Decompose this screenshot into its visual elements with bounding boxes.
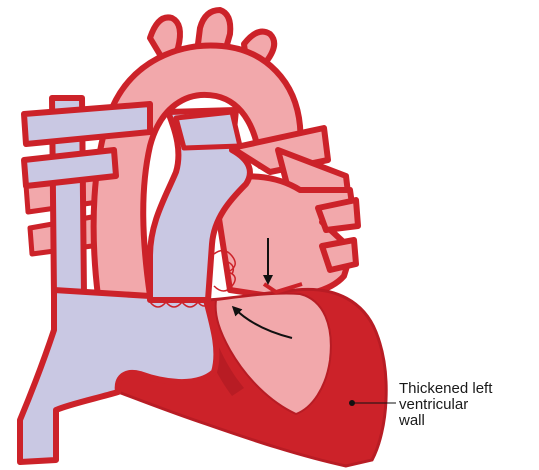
annotation-line-1: Thickened left (399, 381, 529, 397)
annotation-thickened-left-ventricular-wall: Thickened left ventricular wall (399, 381, 529, 429)
annotation-line-3: wall (399, 413, 529, 429)
ductus-arteriosus (176, 112, 240, 148)
annotation-line-2: ventricular (399, 397, 529, 413)
annotation-dot (349, 400, 355, 406)
right-atrium (20, 290, 216, 462)
